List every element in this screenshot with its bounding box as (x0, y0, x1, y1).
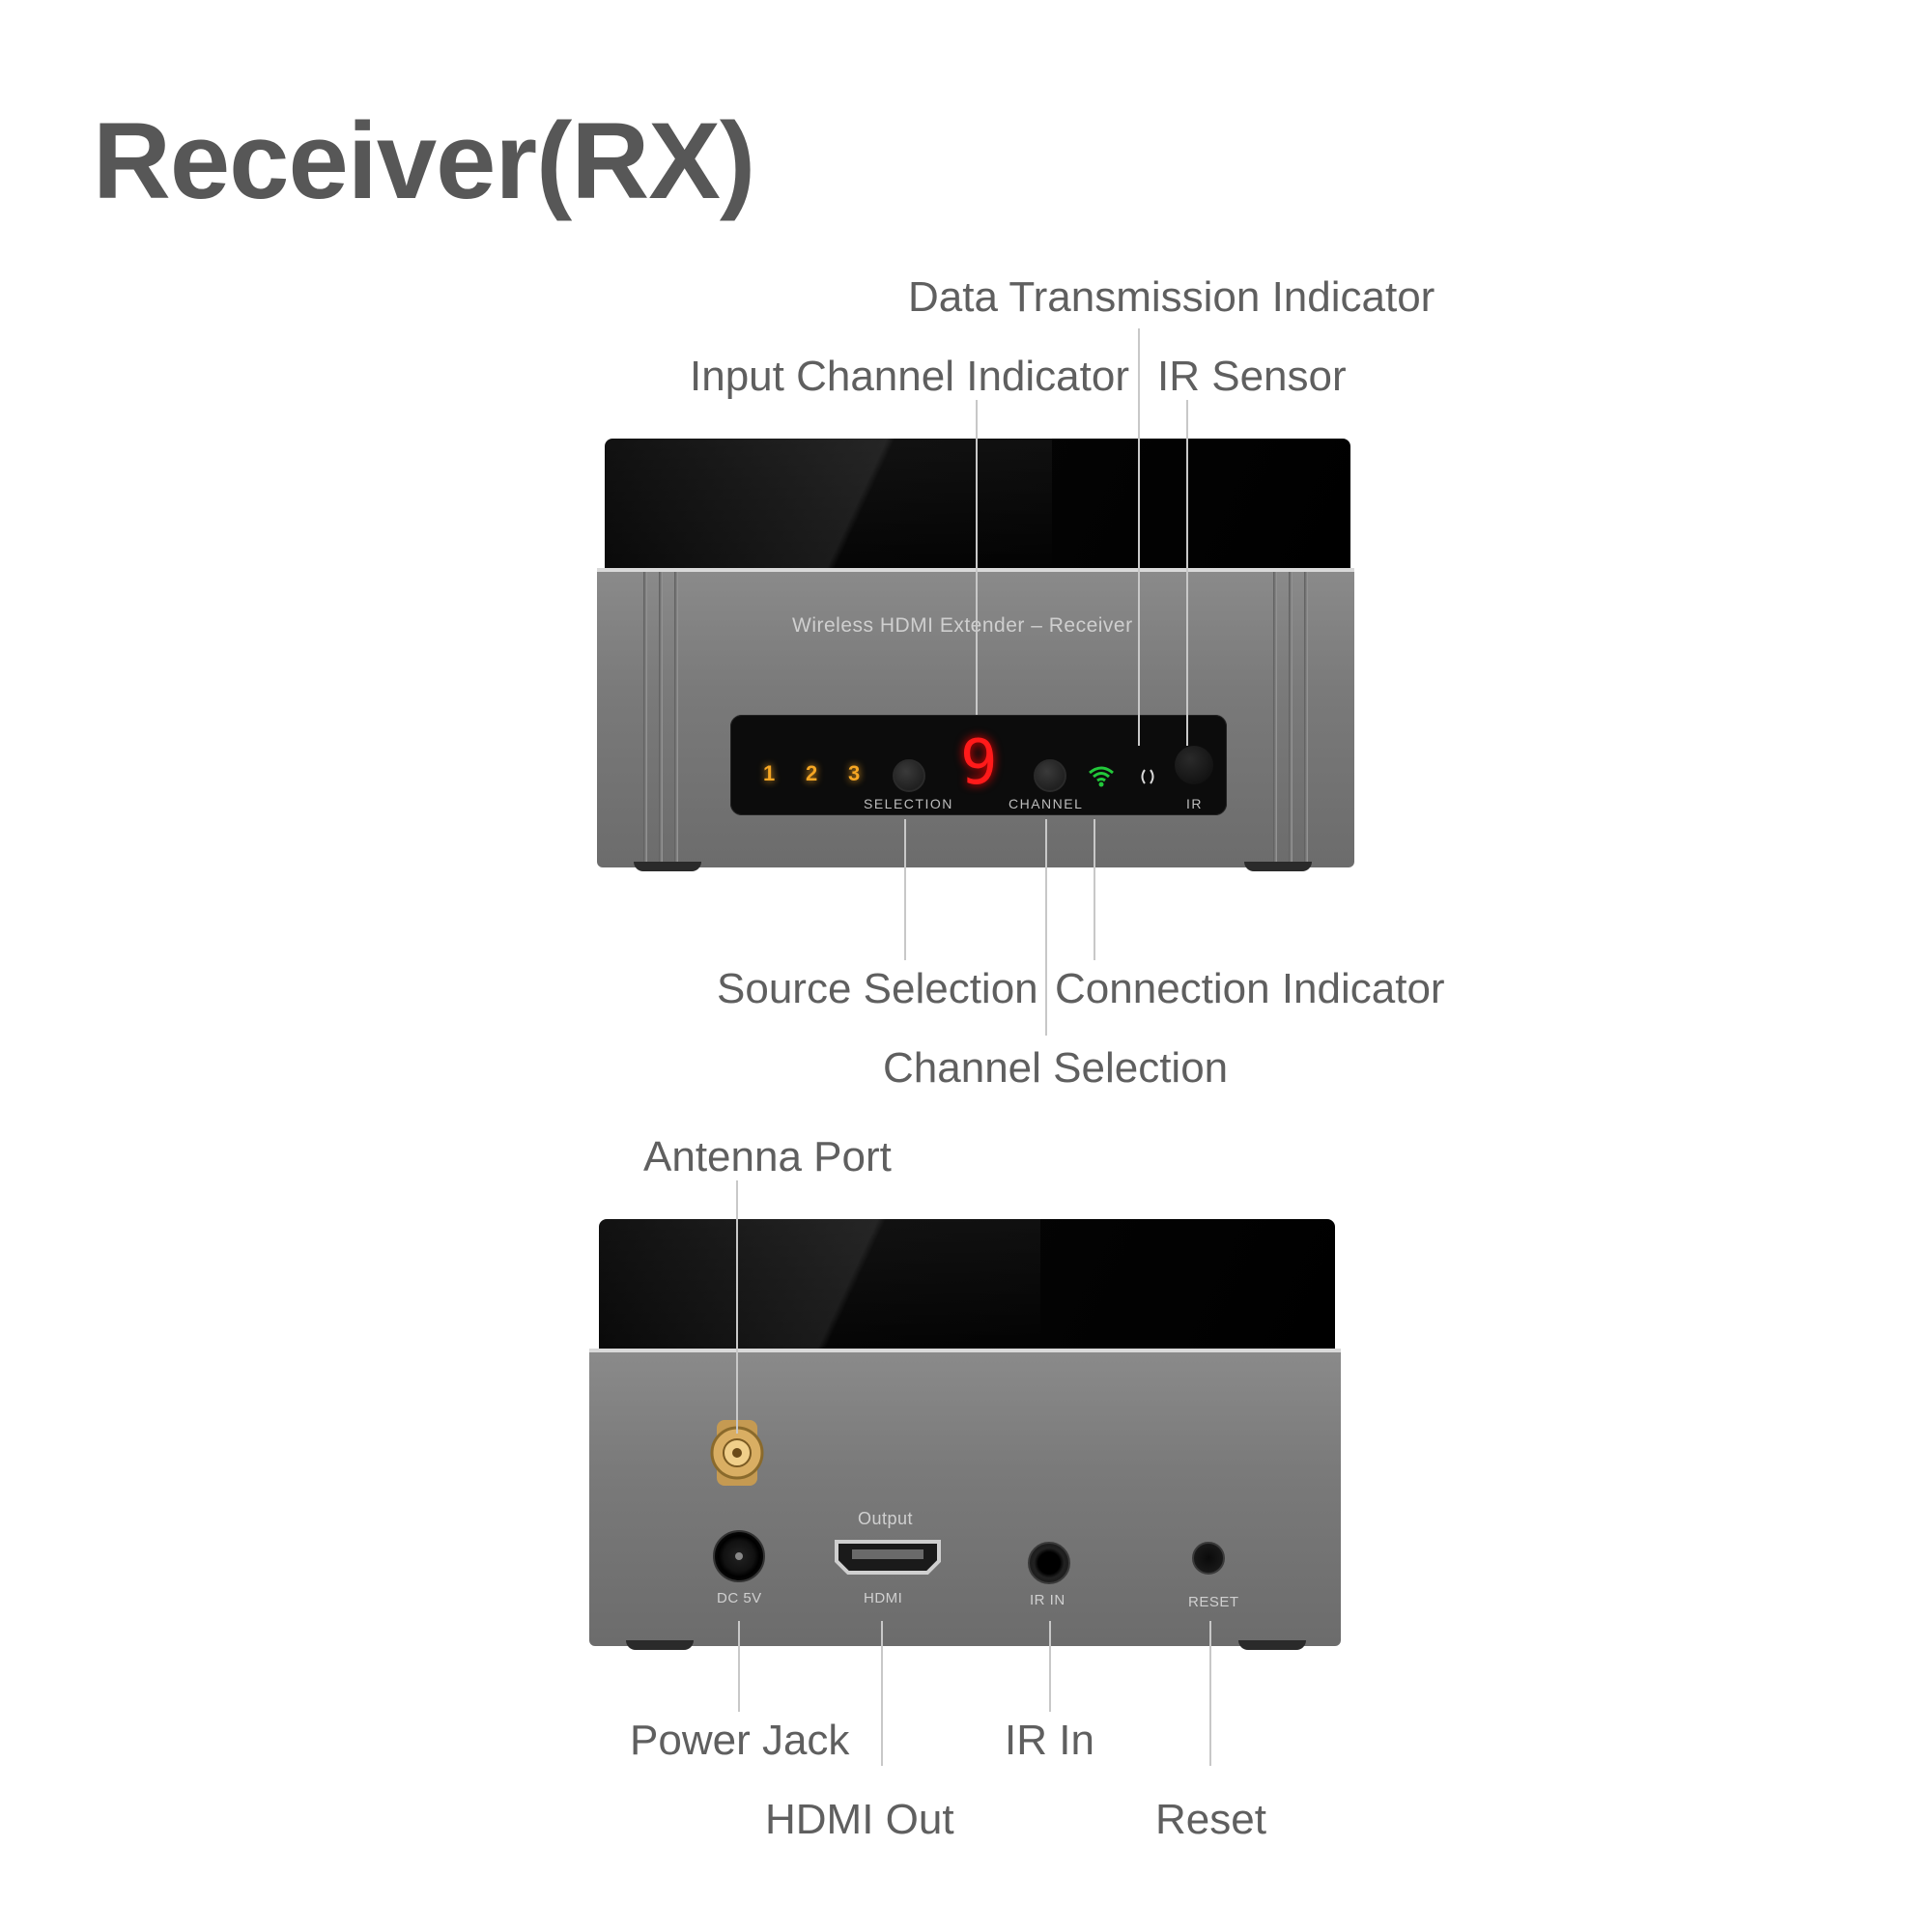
hdmi-port-icon[interactable] (831, 1536, 945, 1578)
reset-button[interactable] (1192, 1542, 1225, 1575)
hdmi-label: HDMI (864, 1590, 903, 1606)
input-led-3: 3 (848, 761, 861, 785)
front-foot-left (634, 862, 701, 871)
callout-power-jack: Power Jack (630, 1717, 850, 1764)
input-led-1: 1 (763, 761, 776, 785)
callout-ir-in: IR In (1005, 1717, 1094, 1764)
dc-label: DC 5V (717, 1590, 762, 1606)
ir-label: IR (1186, 796, 1203, 811)
front-device-body: Wireless HDMI Extender – Receiver 1 2 3 … (597, 568, 1354, 867)
wifi-icon (1089, 766, 1114, 787)
channel-label: CHANNEL (1009, 796, 1084, 811)
rear-foot-right (1238, 1640, 1306, 1650)
leader-connection-indicator (1094, 819, 1095, 960)
leader-power-jack (738, 1621, 740, 1712)
leader-channel-selection (1045, 819, 1047, 1036)
channel-selection-button[interactable] (1034, 759, 1066, 792)
power-jack[interactable] (713, 1530, 765, 1582)
selection-label: SELECTION (864, 796, 953, 811)
ir-sensor-window (1175, 746, 1213, 784)
irin-label: IR IN (1030, 1592, 1065, 1608)
rear-foot-left (626, 1640, 694, 1650)
reset-label: RESET (1188, 1594, 1239, 1610)
source-selection-button[interactable] (893, 759, 925, 792)
callout-input-channel: Input Channel Indicator (690, 353, 1129, 400)
callout-reset: Reset (1155, 1796, 1266, 1843)
rear-device-body: DC 5V Output HDMI IR IN RESET (589, 1349, 1341, 1646)
callout-antenna-port: Antenna Port (643, 1133, 892, 1180)
leader-source-selection (904, 819, 906, 960)
leader-hdmi-out (881, 1621, 883, 1766)
ir-in-jack[interactable] (1028, 1542, 1070, 1584)
front-foot-right (1244, 862, 1312, 871)
leader-data-transmission (1138, 328, 1140, 746)
leader-reset (1209, 1621, 1211, 1766)
rear-device-top (599, 1219, 1335, 1350)
callout-connection-indicator: Connection Indicator (1055, 965, 1445, 1012)
callout-channel-selection: Channel Selection (883, 1044, 1229, 1092)
callout-ir-sensor: IR Sensor (1157, 353, 1347, 400)
callout-data-transmission: Data Transmission Indicator (908, 273, 1435, 321)
page-title: Receiver(RX) (93, 100, 755, 221)
data-transmission-icon (1141, 769, 1154, 784)
input-channel-display: 9 (960, 727, 998, 799)
brand-text: Wireless HDMI Extender – Receiver (792, 614, 1133, 637)
leader-input-channel (976, 400, 978, 715)
callout-hdmi-out: HDMI Out (765, 1796, 954, 1843)
leader-ir-sensor (1186, 400, 1188, 746)
leader-ir-in (1049, 1621, 1051, 1712)
callout-source-selection: Source Selection (717, 965, 1038, 1012)
front-control-panel: 1 2 3 SELECTION 9 CHANNEL IR (730, 715, 1227, 815)
antenna-port-icon (710, 1420, 764, 1486)
leader-antenna-port (736, 1180, 738, 1434)
front-device-top (605, 439, 1350, 570)
input-led-2: 2 (806, 761, 818, 785)
output-label: Output (858, 1509, 914, 1528)
